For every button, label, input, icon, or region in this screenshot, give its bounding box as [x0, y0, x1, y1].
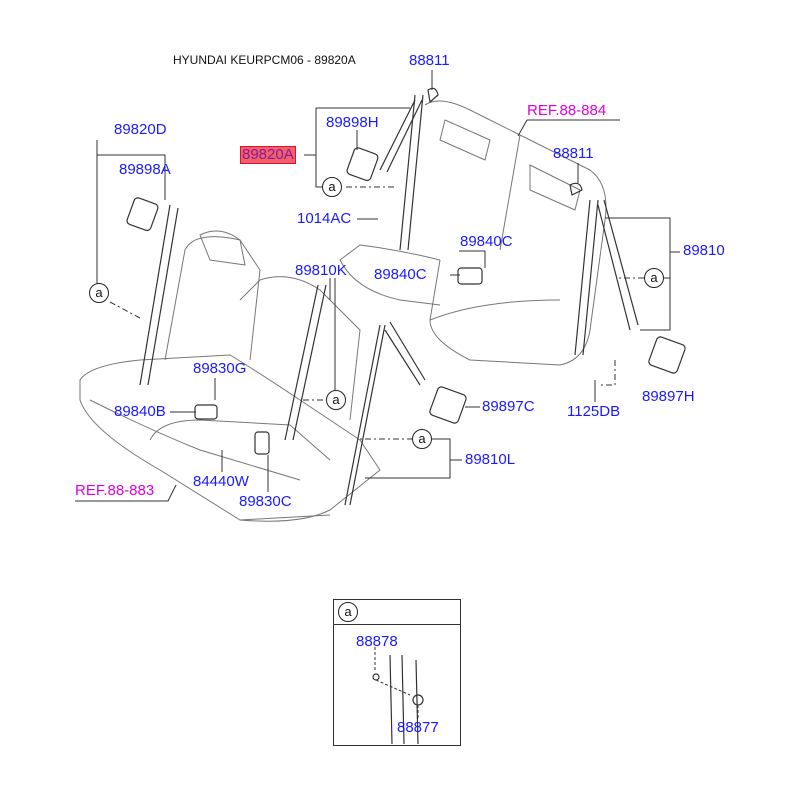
- part-label-89820D[interactable]: 89820D: [114, 121, 167, 138]
- rear-seat-right: [339, 100, 607, 366]
- detail-marker-a: a: [322, 177, 342, 197]
- part-label-89830C[interactable]: 89830C: [239, 493, 292, 510]
- detail-marker-a: a: [412, 429, 432, 449]
- part-label-88878[interactable]: 88878: [356, 633, 398, 650]
- part-label-89898H[interactable]: 89898H: [326, 114, 379, 131]
- ref-link-88-884[interactable]: REF.88-884: [527, 102, 607, 119]
- part-label-89810[interactable]: 89810: [683, 242, 725, 259]
- part-label-89830G[interactable]: 89830G: [193, 360, 247, 377]
- inset-header: a: [334, 600, 460, 625]
- leader-lines: [75, 70, 680, 718]
- part-label-89840B[interactable]: 89840B: [114, 403, 166, 420]
- part-label-88877[interactable]: 88877: [397, 719, 439, 736]
- inset-marker-a: a: [338, 602, 358, 622]
- rear-seat-left: [79, 230, 381, 522]
- ref-link-88-883[interactable]: REF.88-883: [75, 482, 155, 499]
- part-label-84440W[interactable]: 84440W: [193, 473, 249, 490]
- part-label-88811-top[interactable]: 88811: [409, 52, 450, 69]
- belts: [126, 87, 686, 745]
- part-label-1125DB[interactable]: 1125DB: [567, 403, 621, 420]
- diagram-title: HYUNDAI KEURPCM06 - 89820A: [173, 53, 356, 67]
- part-label-1014AC[interactable]: 1014AC: [297, 210, 352, 227]
- detail-inset-a: a: [333, 599, 461, 746]
- part-label-89898A[interactable]: 89898A: [119, 161, 171, 178]
- part-label-89897C[interactable]: 89897C: [482, 398, 535, 415]
- part-label-89840C-lower[interactable]: 89840C: [374, 266, 427, 283]
- part-label-89810K[interactable]: 89810K: [295, 262, 347, 279]
- part-label-89810L[interactable]: 89810L: [465, 451, 516, 468]
- part-label-89820A-highlighted[interactable]: 89820A: [240, 146, 296, 164]
- detail-marker-a: a: [326, 390, 346, 410]
- detail-marker-a: a: [89, 283, 109, 303]
- part-label-88811-right[interactable]: 88811: [553, 145, 594, 162]
- part-label-89897H[interactable]: 89897H: [642, 388, 695, 405]
- part-label-89840C-upper[interactable]: 89840C: [460, 233, 513, 250]
- detail-marker-a: a: [644, 268, 664, 288]
